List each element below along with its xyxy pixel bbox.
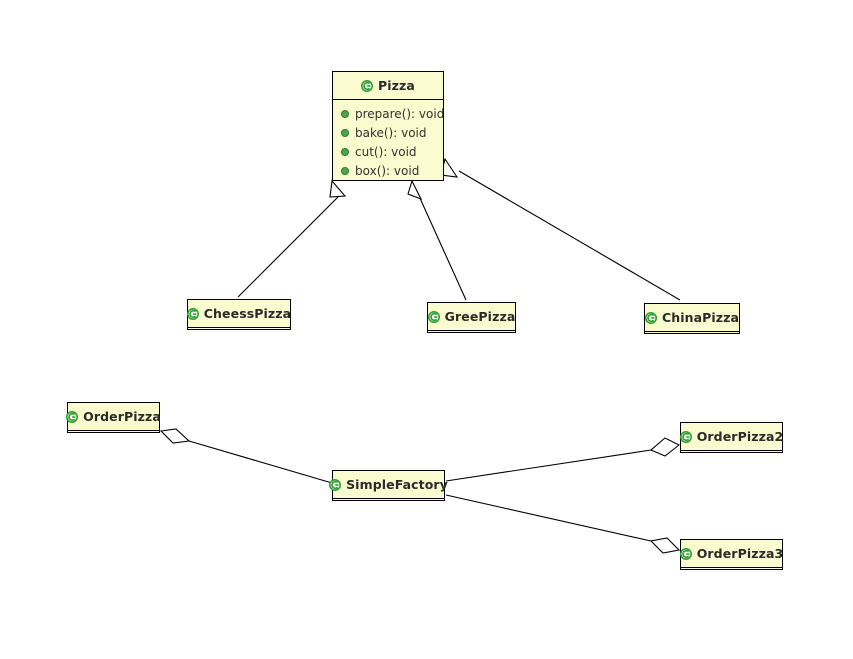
- class-box-pizza[interactable]: Pizza prepare(): void bake(): void cut()…: [332, 71, 444, 181]
- class-header-simplefactory: SimpleFactory: [329, 471, 448, 498]
- edge-orderpizza3-aggregates-simplefactory: [445, 494, 681, 554]
- class-header-orderpizza: OrderPizza: [66, 403, 161, 430]
- member-visibility-icon: [341, 109, 349, 118]
- class-empty-compartment: [428, 330, 515, 334]
- class-icon: [427, 310, 440, 323]
- class-name-label: OrderPizza3: [696, 546, 784, 561]
- class-header-orderpizza2: OrderPizza2: [679, 423, 784, 450]
- class-box-chinapizza[interactable]: ChinaPizza: [644, 303, 740, 334]
- class-box-orderpizza2[interactable]: OrderPizza2: [679, 422, 784, 454]
- member-label: box(): void: [355, 163, 420, 178]
- class-header-orderpizza3: OrderPizza3: [679, 540, 784, 567]
- member-label: cut(): void: [355, 144, 417, 159]
- class-icon: [679, 430, 692, 443]
- class-empty-compartment: [333, 498, 444, 502]
- class-name-label: ChinaPizza: [661, 310, 740, 325]
- member-visibility-icon: [341, 128, 349, 137]
- member-visibility-icon: [341, 147, 349, 156]
- class-header-chinapizza: ChinaPizza: [644, 304, 740, 331]
- class-name-label: Pizza: [378, 78, 415, 93]
- member-visibility-icon: [341, 166, 349, 175]
- class-members-pizza: prepare(): void bake(): void cut(): void…: [333, 99, 445, 184]
- class-member-row[interactable]: bake(): void: [333, 123, 443, 142]
- class-name-label: CheessPizza: [203, 306, 292, 321]
- class-icon: [679, 547, 692, 560]
- class-name-label: OrderPizza: [83, 409, 161, 424]
- class-name-label: GreePizza: [444, 309, 516, 324]
- class-icon: [66, 410, 79, 423]
- edge-orderpizza2-aggregates-simplefactory: [445, 437, 681, 482]
- class-empty-compartment: [681, 450, 782, 454]
- class-name-label: OrderPizza2: [696, 429, 784, 444]
- class-member-row[interactable]: box(): void: [333, 161, 443, 180]
- edge-orderpizza-aggregates-simplefactory: [159, 428, 333, 484]
- member-label: prepare(): void: [355, 106, 445, 121]
- class-empty-compartment: [188, 327, 290, 331]
- class-box-orderpizza[interactable]: OrderPizza: [66, 402, 161, 434]
- class-header-pizza: Pizza: [333, 72, 443, 99]
- class-member-row[interactable]: prepare(): void: [333, 104, 445, 123]
- class-empty-compartment: [681, 567, 782, 571]
- class-box-orderpizza3[interactable]: OrderPizza3: [679, 539, 784, 571]
- class-name-label: SimpleFactory: [346, 477, 448, 492]
- class-empty-compartment: [645, 331, 739, 335]
- member-label: bake(): void: [355, 125, 427, 140]
- class-icon: [644, 311, 657, 324]
- class-box-simplefactory[interactable]: SimpleFactory: [329, 470, 448, 502]
- class-empty-compartment: [68, 430, 159, 434]
- edge-cheesspizza-extends-pizza: [237, 179, 347, 298]
- class-icon: [329, 478, 342, 491]
- edge-chinapizza-extends-pizza: [440, 157, 681, 301]
- edge-greepizza-extends-pizza: [407, 179, 467, 301]
- class-box-greepizza[interactable]: GreePizza: [427, 302, 516, 333]
- class-member-row[interactable]: cut(): void: [333, 142, 443, 161]
- class-header-cheesspizza: CheessPizza: [186, 300, 292, 327]
- class-icon: [361, 79, 374, 92]
- class-icon: [186, 307, 199, 320]
- class-header-greepizza: GreePizza: [427, 303, 516, 330]
- class-box-cheesspizza[interactable]: CheessPizza: [186, 299, 292, 331]
